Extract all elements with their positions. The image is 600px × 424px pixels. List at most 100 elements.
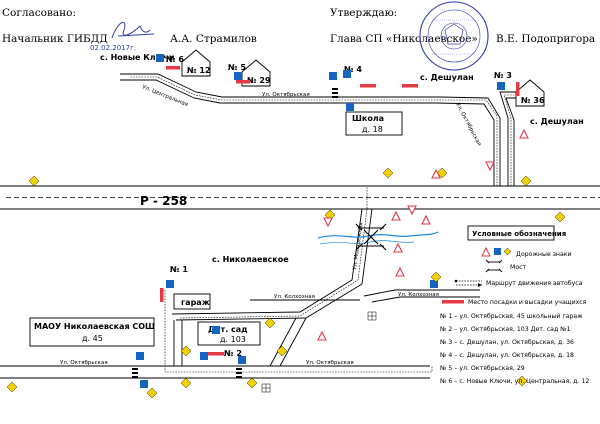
legend-crosswalk-icon [494, 248, 501, 255]
priority-road-icon [382, 167, 394, 179]
garage-building [173, 293, 211, 310]
school-house: д. 18 [362, 125, 383, 134]
stop-1-label: № 1 [170, 265, 188, 274]
warning-sign-icon [431, 168, 441, 179]
warning-sign-icon [317, 330, 327, 341]
school-name: Школа [352, 114, 384, 123]
street-oktyabrskaya-bottom-2: Ул. Октябрьская [306, 360, 354, 366]
priority-road-icon [554, 211, 566, 223]
warning-sign-icon [421, 214, 431, 225]
priority-road-icon [516, 375, 528, 387]
legend-item-1: № 1 – ул. Октябрьская, 45 школьный гараж [439, 312, 583, 320]
house-29-number: № 29 [247, 76, 271, 85]
village-deshulan-label-2: с. Дешулан [530, 117, 584, 126]
stop-6-label: № 6 [166, 55, 184, 64]
crosswalk-sign-icon [140, 380, 148, 388]
upper-roads: Ул. Центральная Ул. Октябрьская Ул. Октя… [120, 73, 536, 186]
yield-sign-icon [485, 161, 495, 172]
legend-boarding: Место посадки и высадки учащихся [468, 299, 587, 306]
signature-gibdd [111, 22, 155, 39]
priority-road-icon [28, 175, 40, 187]
road-signs [6, 54, 566, 399]
priority-road-icon [146, 387, 158, 399]
legend-boarding-icon [442, 300, 464, 304]
bus-stop-sign-icon [156, 54, 164, 62]
stop-2-label: № 2 [224, 349, 242, 358]
official-stamp [419, 1, 489, 71]
crosswalk-sign-icon [212, 326, 220, 334]
buildings: Школа д. 18 МАОУ Николаевская СОШ д. 45 … [29, 49, 545, 347]
crosswalk-sign-icon [238, 356, 246, 364]
crosswalk-sign-icon [343, 70, 351, 78]
garage-label: гараж [181, 298, 210, 307]
legend: Условные обозначения Дорожные знаки Мост… [439, 225, 589, 385]
boarding-mark-1 [160, 288, 164, 302]
bus-stop-sign-icon [234, 72, 242, 80]
stop-5-label: № 5 [228, 63, 246, 72]
boarding-places [160, 66, 520, 356]
legend-priority-icon [503, 247, 512, 256]
warning-sign-icon [519, 128, 529, 139]
kindergarten-name: Дет. сад [208, 325, 248, 334]
legend-item-4: № 4 – с. Дешулан, ул. Октябрьская, д. 18 [439, 351, 574, 359]
header: Согласовано: Утверждаю: Начальник ГИБДД … [2, 1, 595, 71]
street-kolkhoznaya-2: Ул. Колхозная [398, 292, 439, 298]
boarding-mark-3 [516, 82, 520, 96]
house-36-number: № 36 [521, 96, 545, 105]
head-title: Глава СП «Николаевское» [330, 33, 478, 45]
bridge-icon [355, 223, 387, 251]
kindergarten-house: д. 103 [220, 335, 246, 344]
crosswalk-sign-icon [346, 103, 354, 111]
crosswalk-sign-icon [329, 72, 337, 80]
moshsh-name: МАОУ Николаевская СОШ [34, 322, 155, 331]
river [317, 231, 439, 245]
priority-road-icon [180, 345, 192, 357]
street-kolkhoznaya-1: Ул. Колхозная [274, 294, 315, 300]
legend-bridge: Мост [510, 264, 527, 271]
stop-4-label: № 4 [344, 65, 362, 74]
house-12-number: № 12 [187, 66, 211, 75]
bus-stop-sign-icon [497, 82, 505, 90]
legend-route-icon [454, 279, 482, 287]
house-29-icon [241, 59, 271, 87]
bus-stop-sign-icon [200, 352, 208, 360]
village-novye-label: с. Новые Ключи [100, 53, 175, 62]
approved-label: Утверждаю: [330, 7, 397, 19]
boarding-mark-4 [360, 84, 376, 88]
legend-title-box [467, 225, 555, 241]
school-building [345, 111, 403, 136]
bus-stop-sign-icon [166, 280, 174, 288]
legend-item-6: № 6 – с. Новые Ключи, ул. Центральная, д… [439, 378, 589, 385]
priority-road-icon [264, 317, 276, 329]
gibdd-name: А.А. Страмилов [170, 33, 257, 45]
priority-road-icon [276, 345, 288, 357]
gibdd-title: Начальник ГИБДД [2, 33, 108, 45]
priority-road-icon [246, 377, 258, 389]
boarding-mark-4b [402, 84, 418, 88]
legend-warning-icon [481, 246, 491, 257]
legend-bridge-icon [485, 259, 503, 273]
street-oktyabrskaya-top: Ул. Октябрьская [262, 92, 310, 98]
village-main-label: с. Николаевское [212, 255, 289, 264]
agreed-label: Согласовано: [2, 7, 76, 19]
moshsh-building [29, 317, 155, 347]
warning-sign-icon [395, 266, 405, 277]
legend-item-2: № 2 – ул. Октябрьская, 103 Дет. сад №1 [439, 325, 571, 333]
street-oktyabrskaya-right: Ул. Октябрьская [454, 102, 482, 147]
crosswalk-sign-icon [136, 352, 144, 360]
street-tsentralnaya: Ул. Центральная [141, 84, 188, 108]
legend-item-5: № 5 – ул. Октябрьская, 29 [439, 364, 525, 372]
place-labels: с. Новые Ключи с. Дешулан с. Дешулан с. … [100, 53, 584, 358]
priority-road-icon [180, 377, 192, 389]
warning-sign-icon [393, 242, 403, 253]
legend-bus-route: Маршрут движения автобуса [486, 279, 583, 287]
warning-sign-icon [391, 210, 401, 221]
highway-label: Р - 258 [140, 194, 187, 208]
priority-road-icon [520, 175, 532, 187]
highway-r258: Р - 258 [0, 185, 600, 210]
priority-road-icon [6, 381, 18, 393]
priority-road-icon [436, 167, 448, 179]
yield-sign-icon [407, 205, 417, 216]
yield-sign-icon [323, 217, 333, 228]
